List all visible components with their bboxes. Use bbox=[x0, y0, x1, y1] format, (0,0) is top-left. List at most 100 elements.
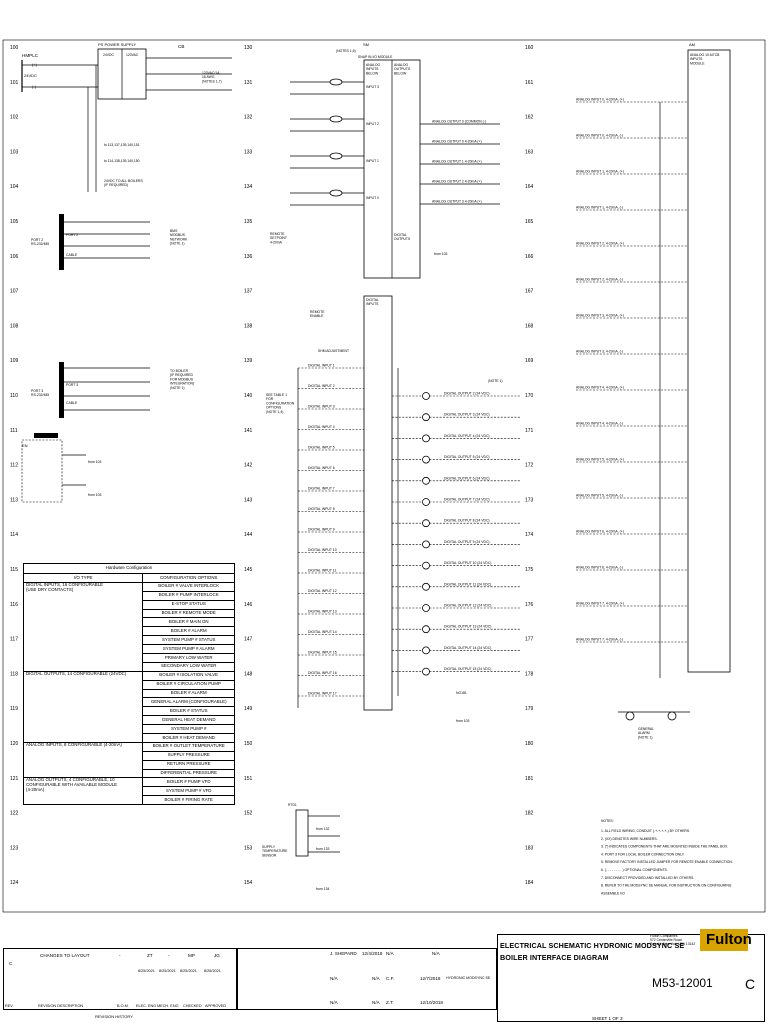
hw-option: E-STOP STATUS bbox=[142, 599, 235, 610]
row-numbers-middle: 1301311321331341351361371381391401411421… bbox=[244, 45, 253, 956]
analog-input-label: ANALOG INPUT 2, 4-20mA, (+) bbox=[576, 242, 624, 246]
hw-option: GENERAL HEAT DEMAND bbox=[142, 715, 235, 726]
dout-note: (NOTE 1) bbox=[488, 379, 503, 383]
en-from-1: from 103 bbox=[88, 460, 101, 464]
left-column: HMPLC (+) (-) 24VDC PS POWER SUPPLY 24VD… bbox=[21, 42, 232, 503]
rev-header: CHECKED bbox=[183, 1004, 202, 1008]
hw-io-type: DIGITAL OUTPUTS, 14 CONFIGURABLE (24VDC) bbox=[22, 670, 144, 743]
title-line-2: BOILER INTERFACE DIAGRAM bbox=[500, 953, 609, 962]
hmplc-label: HMPLC bbox=[22, 53, 39, 58]
row-number: 164 bbox=[525, 184, 534, 190]
row-number: 153 bbox=[244, 845, 253, 851]
row-number: 119 bbox=[10, 706, 18, 712]
port2-wires bbox=[64, 221, 150, 259]
snap-output-label: ANALOG OUTPUT 1 4-20mA (+) bbox=[432, 160, 482, 164]
row-number: 178 bbox=[525, 671, 534, 677]
hw-option: SYSTEM PUMP # ALARM bbox=[142, 644, 235, 655]
row-number: 117 bbox=[10, 637, 18, 643]
rev-header: APPROVED bbox=[205, 1004, 227, 1008]
hw-col-options: CONFIGURATION OPTIONS bbox=[142, 573, 235, 583]
output-terminal bbox=[422, 476, 430, 485]
project-name: HYDRONIC MODSYNC SE bbox=[446, 976, 491, 980]
digital-input-label: DIGITAL INPUT 8 bbox=[308, 507, 335, 511]
analog-input-label: ANALOG INPUT 7, 4-20mA, (+) bbox=[576, 602, 624, 606]
hw-option: SYSTEM PUMP # bbox=[142, 724, 235, 735]
analog-input-label: ANALOG INPUT 6, 4-20mA, (+) bbox=[576, 530, 624, 534]
hw-option: BOILER # HEAT DEMAND bbox=[142, 733, 235, 743]
hw-option: DIFFERENTIAL PRESSURE bbox=[142, 768, 235, 779]
row-number: 180 bbox=[525, 741, 534, 747]
output-terminal bbox=[422, 434, 430, 443]
hardware-config-table: Hardware Configuration I/O TYPE CONFIGUR… bbox=[22, 563, 235, 907]
rev-approved: JG bbox=[214, 953, 220, 958]
row-number: 174 bbox=[525, 532, 534, 538]
alarm-terminal-2 bbox=[667, 711, 677, 721]
no181-label: NO181 bbox=[456, 691, 467, 695]
port3-short: PORT 3 bbox=[66, 383, 78, 387]
row-number: 106 bbox=[10, 254, 19, 260]
snap-output-label: ANALOG OUTPUT 2 4-20mA (+) bbox=[432, 180, 482, 184]
snap-input-label: INPUT 2 bbox=[366, 122, 379, 126]
hw-option: BOILER # PUMP VFD bbox=[142, 777, 235, 788]
rev-header: B.O.M. bbox=[117, 1004, 129, 1008]
wire-number-tag bbox=[329, 115, 343, 123]
hw-row: DIGITAL OUTPUTS, 14 CONFIGURABLE (24VDC)… bbox=[22, 670, 235, 743]
row-number: 122 bbox=[10, 811, 19, 817]
digital-output-label: DIGITAL OUTPUT 7 (24 VDC) bbox=[444, 498, 490, 502]
row-number: 141 bbox=[244, 428, 253, 434]
digital-output-label: DIGITAL OUTPUT 9 (24 VDC) bbox=[444, 540, 490, 544]
title-area bbox=[497, 934, 765, 1022]
row-number: 138 bbox=[244, 323, 253, 329]
row-number: 145 bbox=[244, 567, 253, 573]
digital-module-box bbox=[363, 295, 393, 711]
rev-desc: CHANGES TO LAYOUT bbox=[40, 953, 90, 958]
en-bar bbox=[34, 433, 58, 438]
digital-output-label: DIGITAL OUTPUT 14 (24 VDC) bbox=[444, 646, 491, 650]
alarm-terminal-1 bbox=[625, 711, 635, 721]
analog-input-label: ANALOG INPUT 1, 4-20mA, (+) bbox=[576, 170, 624, 174]
ps-120-label: 120VAC bbox=[126, 53, 139, 57]
hw-title: Hardware Configuration bbox=[23, 563, 235, 574]
row-number: 124 bbox=[10, 880, 19, 886]
rev-header: MECH. ENG bbox=[157, 1004, 179, 1008]
row-number: 154 bbox=[244, 880, 253, 886]
port2-connector bbox=[59, 214, 64, 270]
row-number: 149 bbox=[244, 706, 253, 712]
rev-mech: - bbox=[168, 953, 170, 958]
row-number: 140 bbox=[244, 393, 253, 399]
digital-output-label: DIGITAL OUTPUT 8 (24 VDC) bbox=[444, 519, 490, 523]
row-number: 111 bbox=[10, 428, 18, 434]
row-number: 110 bbox=[10, 393, 18, 399]
snap-notes: (NOTES 1,6) bbox=[336, 49, 356, 53]
row-number: 101 bbox=[10, 80, 19, 86]
row-numbers-left: 1001011021031041051061071081091101111121… bbox=[10, 45, 19, 956]
output-terminal bbox=[422, 498, 430, 506]
rtd-box bbox=[295, 809, 309, 857]
signoff-block bbox=[237, 948, 497, 1010]
row-number: 160 bbox=[525, 45, 534, 51]
row-number: 167 bbox=[525, 289, 534, 295]
row-number: 161 bbox=[525, 80, 534, 86]
rev-bom: - bbox=[119, 953, 121, 958]
title-block: C CHANGES TO LAYOUT - ZT - MP JG 8/25/20… bbox=[0, 914, 768, 1024]
digital-output-label: DIGITAL OUTPUT 10 (24 VDC) bbox=[444, 561, 491, 565]
rev-elec: ZT bbox=[147, 953, 153, 958]
digital-input-label: DIGITAL INPUT 9 bbox=[308, 528, 335, 532]
sm-label: SM bbox=[363, 42, 369, 47]
row-number: 184 bbox=[525, 880, 534, 886]
row-number: 130 bbox=[244, 45, 253, 51]
ps-title: PS POWER SUPPLY bbox=[98, 42, 136, 47]
rev-header: REV bbox=[5, 1004, 13, 1008]
na-4: N/A bbox=[372, 976, 380, 981]
hw-option: SYSTEM PUMP # STATUS bbox=[142, 635, 235, 646]
hw-option: BOILER # CIRCULATION PUMP bbox=[142, 679, 235, 690]
